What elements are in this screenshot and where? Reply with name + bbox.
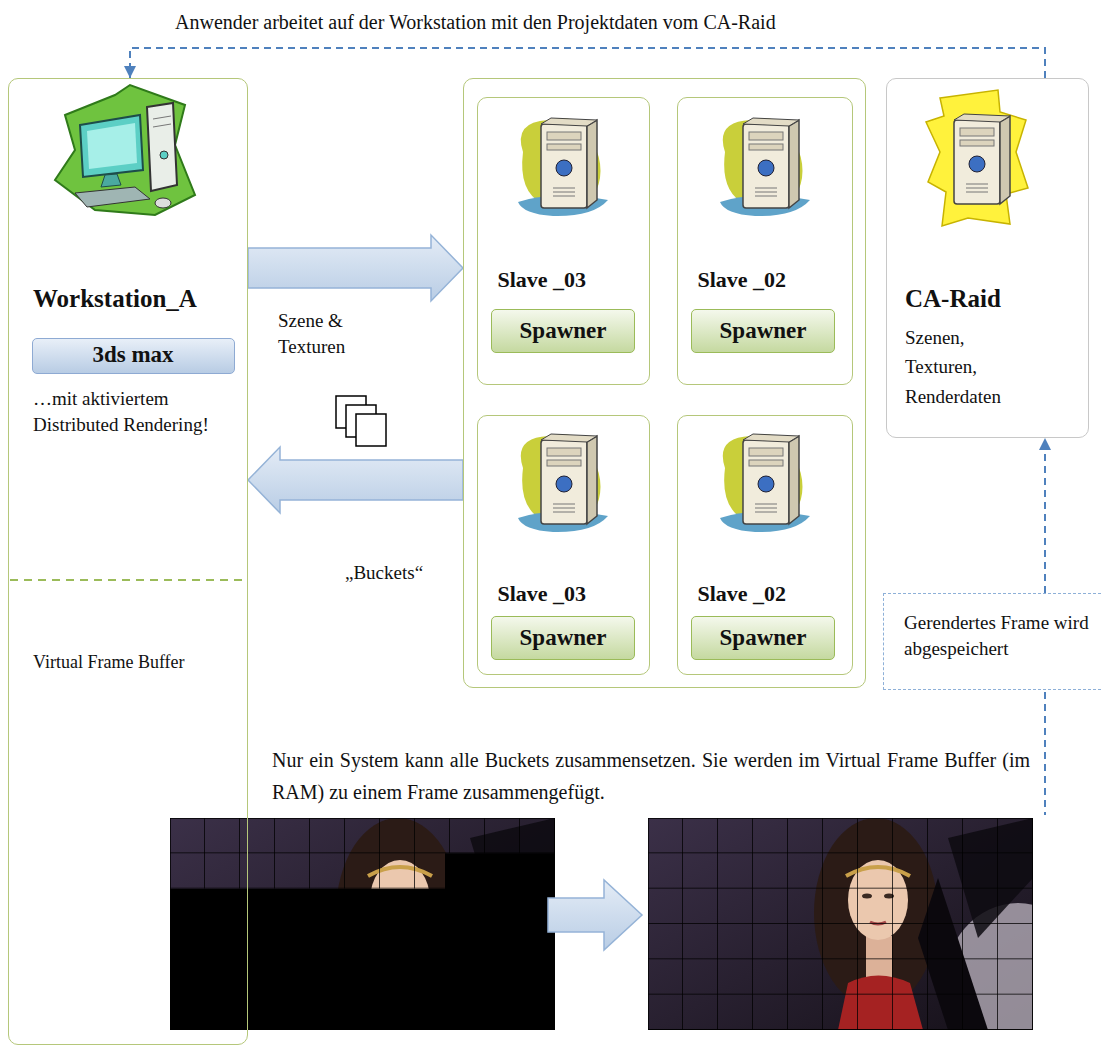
data-flow-arrow xyxy=(130,48,1045,78)
note-text: Nur ein System kann alle Buckets zusamme… xyxy=(272,744,1030,808)
raid-icon xyxy=(954,114,1010,204)
spawner-box: Spawner xyxy=(491,309,635,353)
text-slot: Slave _02 xyxy=(698,267,838,293)
software-box: 3ds max xyxy=(32,338,235,374)
partial-frame xyxy=(170,818,555,1030)
note-box: Gerendertes Frame wird abgespeichert xyxy=(883,593,1101,690)
slave-box: Slave _03Spawner xyxy=(477,97,650,385)
bucket-icon xyxy=(336,396,386,446)
text-slot: Virtual Frame Buffer xyxy=(33,651,245,674)
box-label: Spawner xyxy=(520,318,607,344)
text-slot: Slave _03 xyxy=(498,267,638,293)
panel-divider xyxy=(10,579,246,581)
complete-frame xyxy=(648,818,1033,1030)
spawner-box: Spawner xyxy=(491,616,635,660)
box-label: 3ds max xyxy=(92,342,173,368)
edge-label: Szene & Texturen xyxy=(278,308,393,359)
partial-frame xyxy=(170,818,555,1030)
node-title: Slave _02 xyxy=(698,267,838,293)
text-slot: Slave _03 xyxy=(498,581,638,607)
text-slot: CA-Raid xyxy=(905,284,1075,314)
edge-label: Anwender arbeitet auf der Workstation mi… xyxy=(175,10,1075,34)
connectors xyxy=(130,48,1045,593)
workstation-icon xyxy=(55,85,195,215)
transfer-arrow xyxy=(248,447,463,513)
text-slot: Gerendertes Frame wird abgespeichert xyxy=(904,610,1089,661)
workstation-icon xyxy=(147,103,177,191)
save-arrow xyxy=(1044,438,1046,593)
node-text: Szenen, Texturen, Renderdaten xyxy=(905,323,1030,411)
edge-label: „Buckets“ xyxy=(345,560,465,586)
text-slot: „Buckets“ xyxy=(345,560,465,586)
text-slot: Szenen, Texturen, Renderdaten xyxy=(905,323,1030,411)
workstation-icon xyxy=(101,174,121,187)
workstation-icon xyxy=(155,198,171,208)
spawner-box: Spawner xyxy=(691,616,835,660)
raid-icon xyxy=(954,114,1010,204)
text-slot: Szene & Texturen xyxy=(278,308,393,359)
workstation-icon xyxy=(55,85,195,215)
workstation-icon xyxy=(87,123,137,169)
node-title: CA-Raid xyxy=(905,284,1075,314)
node-title: Gerendertes Frame wird abgespeichert xyxy=(904,610,1089,661)
box-label: Spawner xyxy=(520,625,607,651)
server-icon xyxy=(720,118,810,216)
spawner-box: Spawner xyxy=(691,309,835,353)
node-title: Workstation_A xyxy=(33,284,245,314)
transfer-arrow xyxy=(248,235,463,301)
render-farm-group: Slave _03SpawnerSlave _02SpawnerSlave _0… xyxy=(463,78,866,688)
workstation-icon xyxy=(80,115,143,177)
server-icon xyxy=(720,434,810,532)
text-slot: Nur ein System kann alle Buckets zusamme… xyxy=(272,744,1030,808)
raid-icon xyxy=(926,90,1028,226)
server-icon xyxy=(518,118,608,216)
node-text: Virtual Frame Buffer xyxy=(33,651,245,674)
bucket-icon xyxy=(356,414,386,446)
leader-line xyxy=(1044,692,1046,815)
complete-frame xyxy=(648,818,1033,1030)
partial-frame xyxy=(170,818,555,1030)
server-icon xyxy=(518,434,608,532)
workstation-icon xyxy=(75,187,150,207)
workstation-icon xyxy=(160,151,168,159)
node-title: Slave _02 xyxy=(698,581,838,607)
node-title: Slave _03 xyxy=(498,267,638,293)
workstation-icon xyxy=(153,116,171,127)
slave-box: Slave _03Spawner xyxy=(477,415,650,675)
text-slot: Workstation_A xyxy=(33,284,245,314)
text-slot: Anwender arbeitet auf der Workstation mi… xyxy=(175,10,1075,34)
text-slot: …mit aktiviertem Distributed Rendering! xyxy=(33,386,245,437)
text-slot: Slave _02 xyxy=(698,581,838,607)
workstation-panel: Workstation_A …mit aktiviertem Distribute… xyxy=(8,78,248,1045)
box-label: Spawner xyxy=(720,318,807,344)
partial-frame xyxy=(170,818,555,1030)
node-text: …mit aktiviertem Distributed Rendering! xyxy=(33,386,245,437)
storage-box: CA-RaidSzenen, Texturen, Renderdaten xyxy=(886,78,1089,438)
complete-frame xyxy=(648,818,1033,1030)
box-label: Spawner xyxy=(720,625,807,651)
complete-frame xyxy=(648,818,1033,1030)
slave-box: Slave _02Spawner xyxy=(677,97,853,385)
node-title: Slave _03 xyxy=(498,581,638,607)
raid-icon xyxy=(926,90,1028,226)
slave-box: Slave _02Spawner xyxy=(677,415,853,675)
merge-arrow xyxy=(548,880,642,950)
